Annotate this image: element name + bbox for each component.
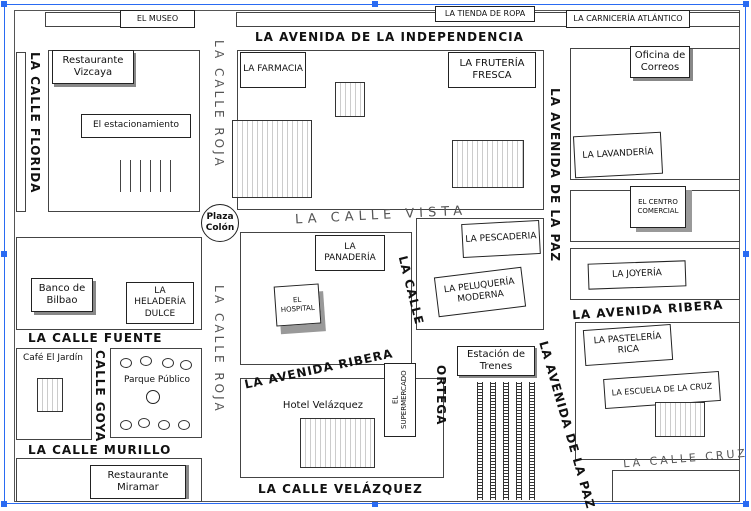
- rail-track: [516, 382, 522, 500]
- rail-track: [477, 382, 483, 500]
- centro-comercial-label[interactable]: EL CENTRO COMERCIAL: [630, 186, 686, 228]
- fruteria-label[interactable]: LA FRUTERÍA FRESCA: [448, 52, 536, 88]
- street-goya: CALLE GOYA: [93, 350, 107, 443]
- building-icon: [300, 418, 375, 468]
- rail-track: [490, 382, 496, 500]
- rail-track: [529, 382, 535, 500]
- street-velazquez: LA CALLE VELÁZQUEZ: [258, 482, 423, 496]
- lavanderia-label[interactable]: LA LAVANDERÍA: [572, 131, 664, 179]
- fountain-icon: [146, 390, 160, 404]
- resize-handle[interactable]: [1, 251, 7, 257]
- rail-track: [503, 382, 509, 500]
- building-icon: [335, 82, 365, 117]
- resize-handle[interactable]: [372, 501, 378, 507]
- parque-publico[interactable]: Parque Público: [123, 375, 191, 386]
- street-roja: LA CALLE ROJA: [212, 285, 226, 414]
- panaderia-label[interactable]: LA PANADERÍA: [315, 235, 385, 271]
- joyeria-label[interactable]: LA JOYERÍA: [587, 260, 687, 290]
- building-icon: [655, 402, 705, 437]
- tree-icon: [140, 356, 152, 366]
- resize-handle[interactable]: [372, 1, 378, 7]
- building-icon: [452, 140, 524, 188]
- building-icon: [37, 378, 63, 412]
- street-roja: LA CALLE ROJA: [212, 40, 226, 169]
- tree-icon: [180, 360, 192, 370]
- carniceria-label[interactable]: LA CARNICERÍA ATLÁNTICO: [566, 10, 690, 28]
- cafe-el-jardin[interactable]: Café El Jardín: [18, 350, 88, 368]
- resize-handle[interactable]: [743, 1, 749, 7]
- resize-handle[interactable]: [743, 501, 749, 507]
- tree-icon: [162, 358, 174, 368]
- farmacia-label[interactable]: LA FARMACIA: [240, 52, 306, 88]
- pasteleria-label[interactable]: LA PASTELERÍA RICA: [582, 323, 674, 367]
- tienda-ropa-label[interactable]: LA TIENDA DE ROPA: [435, 6, 535, 22]
- estacionamiento-label[interactable]: El estacionamiento: [81, 114, 191, 138]
- tree-icon: [138, 418, 150, 428]
- museo-label[interactable]: EL MUSEO: [120, 10, 195, 28]
- supermercado-label[interactable]: EL SUPERMERCADO: [384, 363, 416, 437]
- restaurante-vizcaya[interactable]: Restaurante Vizcaya: [52, 50, 134, 84]
- heladeria-label[interactable]: LA HELADERÍA DULCE: [126, 282, 194, 324]
- building-icon: [232, 120, 312, 198]
- resize-handle[interactable]: [1, 1, 7, 7]
- banco-bilbao[interactable]: Banco de Bilbao: [31, 278, 93, 312]
- parking-spaces: [120, 160, 180, 192]
- resize-handle[interactable]: [743, 251, 749, 257]
- tree-icon: [120, 420, 132, 430]
- resize-handle[interactable]: [1, 501, 7, 507]
- hotel-velazquez[interactable]: Hotel Velázquez: [280, 398, 366, 414]
- plaza-colon[interactable]: Plaza Colón: [201, 204, 239, 242]
- street-fuente: LA CALLE FUENTE: [28, 331, 163, 345]
- estacion-trenes[interactable]: Estación de Trenes: [457, 346, 535, 376]
- block: [16, 52, 26, 212]
- street-ortega: ORTEGA: [434, 365, 448, 426]
- tree-icon: [158, 420, 170, 430]
- tree-icon: [120, 358, 132, 368]
- street-murillo: LA CALLE MURILLO: [28, 443, 172, 457]
- restaurante-miramar[interactable]: Restaurante Miramar: [90, 465, 186, 499]
- street-independencia: LA AVENIDA DE LA INDEPENDENCIA: [255, 30, 524, 44]
- block: [612, 470, 740, 502]
- pescaderia-label[interactable]: LA PESCADERIA: [461, 219, 541, 259]
- street-paz: LA AVENIDA DE LA PAZ: [548, 88, 562, 263]
- tree-icon: [178, 420, 190, 430]
- oficina-correos[interactable]: Oficina de Correos: [630, 46, 690, 78]
- street-florida: LA CALLE FLORIDA: [28, 52, 42, 194]
- hospital-label[interactable]: EL HOSPITAL: [273, 283, 322, 327]
